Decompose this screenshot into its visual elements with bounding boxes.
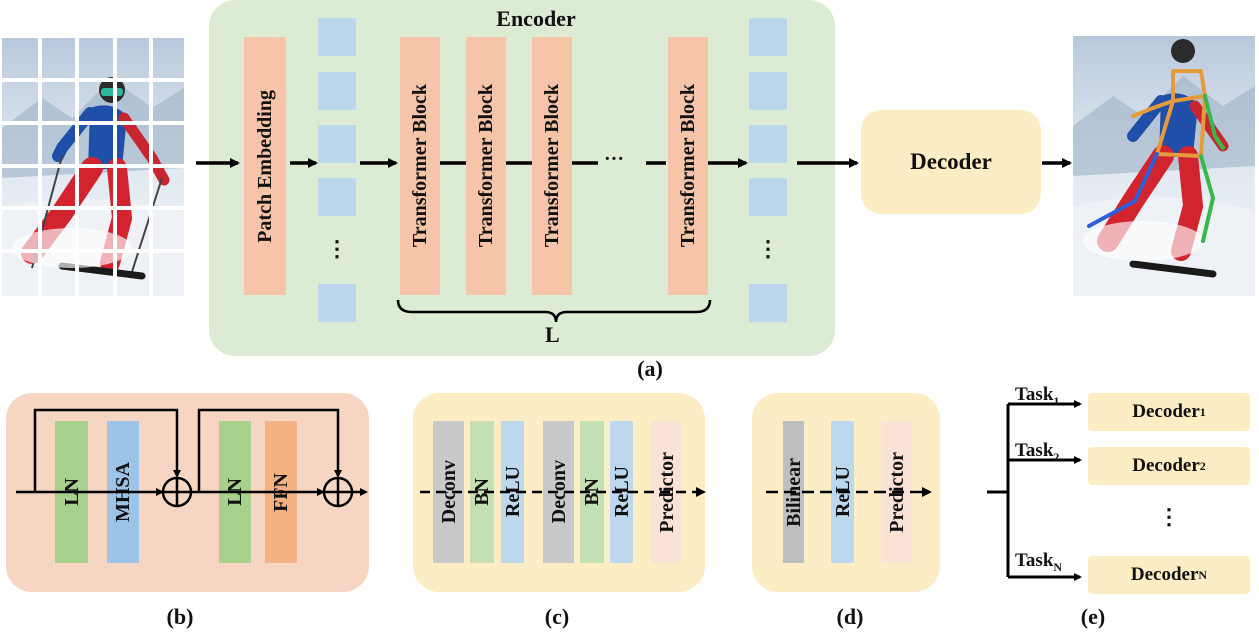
brace-label: L xyxy=(545,322,560,347)
token-left xyxy=(318,18,356,56)
transformer-block-3: Transformer Block xyxy=(532,37,572,295)
skier-pose-illustration xyxy=(1073,36,1255,296)
caption-c: (c) xyxy=(544,604,570,629)
patch-embedding-block: Patch Embedding xyxy=(244,37,286,295)
decoder-label: Decoder xyxy=(910,149,992,174)
brace xyxy=(396,299,712,323)
task-label-2: Task2 xyxy=(1015,440,1060,464)
horizontal-ellipsis: ··· xyxy=(604,148,625,170)
caption-d: (d) xyxy=(836,604,864,629)
vertical-ellipsis: ⋮ xyxy=(1158,504,1180,529)
token-left xyxy=(318,125,356,163)
caption-b: (b) xyxy=(166,604,194,629)
transformer-block-2: Transformer Block xyxy=(466,37,506,295)
token-left xyxy=(318,72,356,110)
output-image xyxy=(1073,36,1255,296)
decoder-box: Decoder xyxy=(861,110,1041,214)
token-right xyxy=(749,125,787,163)
encoder-panel xyxy=(209,0,835,356)
caption-e: (e) xyxy=(1080,604,1106,629)
encoder-title: Encoder xyxy=(496,6,576,31)
relu-block-1: ReLU xyxy=(501,421,524,563)
task-label-n: TaskN xyxy=(1015,550,1063,574)
vertical-ellipsis: ⋮ xyxy=(757,236,779,261)
token-right xyxy=(749,72,787,110)
token-right xyxy=(749,18,787,56)
caption-a: (a) xyxy=(637,356,663,381)
skier-illustration xyxy=(2,38,184,296)
vertical-ellipsis: ⋮ xyxy=(326,236,348,261)
transformer-block-4: Transformer Block xyxy=(668,37,708,295)
token-right xyxy=(749,178,787,216)
input-image xyxy=(2,38,184,296)
token-right xyxy=(749,284,787,322)
task-label-1: Task1 xyxy=(1015,384,1060,408)
token-left xyxy=(318,284,356,322)
transformer-block-1: Transformer Block xyxy=(400,37,440,295)
token-left xyxy=(318,178,356,216)
